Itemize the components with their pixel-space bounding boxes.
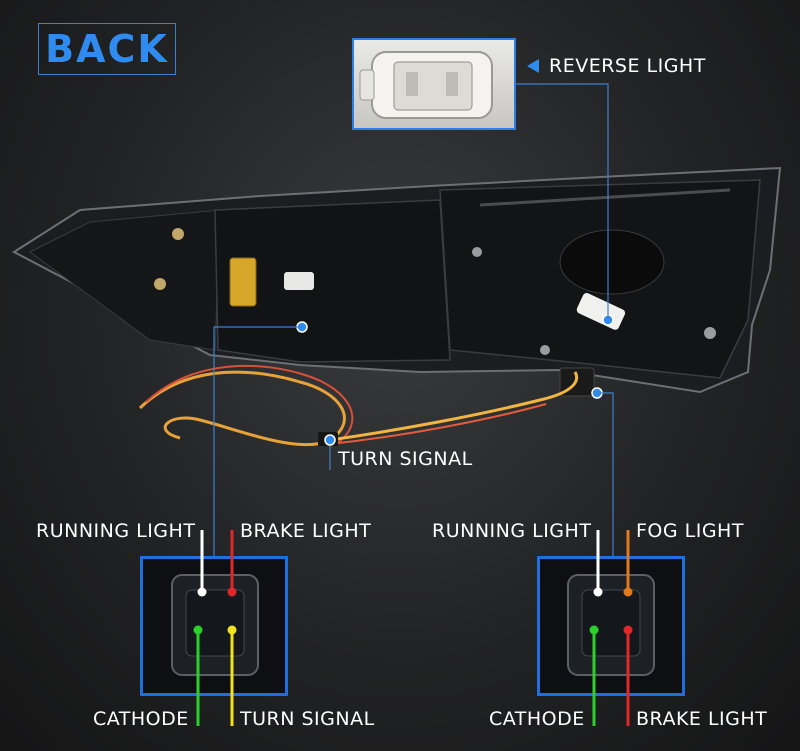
left-turn-signal-label: TURN SIGNAL bbox=[240, 708, 375, 730]
right-brake-light-label: BRAKE LIGHT bbox=[636, 708, 768, 730]
left-running-light-label: RUNNING LIGHT bbox=[36, 520, 196, 542]
left-brake-light-label: BRAKE LIGHT bbox=[240, 520, 372, 542]
turn-signal-label: TURN SIGNAL bbox=[338, 448, 473, 470]
reverse-light-connector-photo bbox=[352, 38, 516, 130]
reverse-light-label: REVERSE LIGHT bbox=[549, 55, 706, 77]
title-box: BACK bbox=[38, 23, 176, 75]
right-cathode-label: CATHODE bbox=[489, 708, 585, 730]
connector-plug-icon bbox=[359, 51, 493, 119]
right-running-light-label: RUNNING LIGHT bbox=[432, 520, 592, 542]
left-cathode-label: CATHODE bbox=[93, 708, 189, 730]
right-fog-light-label: FOG LIGHT bbox=[636, 520, 744, 542]
page-title: BACK bbox=[45, 27, 169, 71]
reverse-light-arrow-icon bbox=[527, 59, 539, 73]
